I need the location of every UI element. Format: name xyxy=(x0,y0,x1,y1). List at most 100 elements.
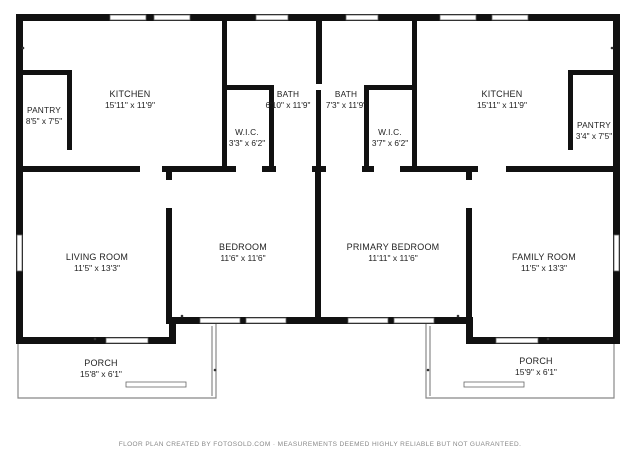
window-right-family xyxy=(613,234,620,272)
wall-right xyxy=(613,14,620,344)
room-dims: 15'11" x 11'9" xyxy=(104,100,156,110)
room-name: BATH xyxy=(276,89,300,99)
wall-living-bedroom xyxy=(166,166,172,324)
window-porch-bench-right xyxy=(463,381,525,388)
room-dims: 8'5" x 7'5" xyxy=(25,116,63,126)
window-top-6 xyxy=(491,14,529,21)
wall-right-family-bottom xyxy=(466,317,473,344)
room-label-family-room: FAMILY ROOM 11'5" x 13'3" xyxy=(512,251,576,274)
room-label-kitchen-right: KITCHEN 15'11" x 11'9" xyxy=(477,88,527,111)
window-porch-bench-left xyxy=(125,381,187,388)
room-label-kitchen-left: KITCHEN 15'11" x 11'9" xyxy=(105,88,155,111)
room-name: FAMILY ROOM xyxy=(512,252,576,262)
room-label-pantry-right: PANTRY 3'4" x 7'5" xyxy=(576,119,612,142)
room-dims: 15'11" x 11'9" xyxy=(476,100,528,110)
room-dims: 6'10" x 11'9" xyxy=(265,100,311,110)
window-top-5 xyxy=(439,14,477,21)
window-top-1 xyxy=(109,14,147,21)
room-dims: 11'11" x 11'6" xyxy=(368,253,418,263)
door-bath-left xyxy=(276,166,312,172)
room-label-primary-bedroom: PRIMARY BEDROOM 11'11" x 11'6" xyxy=(347,241,440,264)
room-label-porch-right: PORCH 15'9" x 6'1" xyxy=(515,355,557,378)
door-pantry-right xyxy=(568,150,573,166)
room-dims: 7'3" x 11'9" xyxy=(325,100,367,110)
room-dims: 15'8" x 6'1" xyxy=(80,369,122,379)
wall-kitchen-bath-left xyxy=(222,14,227,172)
room-label-living-room: LIVING ROOM 11'5" x 13'3" xyxy=(66,251,128,274)
fixture-dot xyxy=(180,314,184,318)
wall-primary-family xyxy=(466,166,472,324)
room-name: KITCHEN xyxy=(109,89,151,99)
window-bottom-family xyxy=(495,337,539,344)
room-label-pantry-left: PANTRY 8'5" x 7'5" xyxy=(26,104,62,127)
room-label-porch-left: PORCH 15'8" x 6'1" xyxy=(80,357,122,380)
door-bedroom-hall xyxy=(236,166,262,172)
window-primary-1 xyxy=(347,317,389,324)
room-name: BEDROOM xyxy=(219,242,267,252)
room-dims: 3'7" x 6'2" xyxy=(371,138,409,148)
fixture-dot xyxy=(93,337,97,341)
door-pantry-left xyxy=(67,150,72,166)
room-dims: 11'5" x 13'3" xyxy=(74,263,120,273)
room-dims: 15'9" x 6'1" xyxy=(515,367,557,377)
room-label-bath-right: BATH 7'3" x 11'9" xyxy=(326,88,366,111)
window-bedroom-2 xyxy=(245,317,287,324)
footer-disclaimer: FLOOR PLAN CREATED BY FOTOSOLD.COM · MEA… xyxy=(118,441,522,448)
fixture-dot xyxy=(610,46,614,50)
porch-left-outline xyxy=(17,324,217,399)
wall-pantry-left-side xyxy=(67,70,72,172)
room-label-wic-left: W.I.C. 3'3" x 6'2" xyxy=(229,126,265,149)
room-name: PANTRY xyxy=(26,105,62,115)
wall-wic-left-side xyxy=(269,85,274,172)
wall-pantry-right-top xyxy=(568,70,620,75)
door-kitchen-living xyxy=(140,166,162,172)
wall-wic-left-top xyxy=(226,85,274,90)
porch-right-outline xyxy=(425,324,615,399)
room-name: KITCHEN xyxy=(481,89,523,99)
room-name: W.I.C. xyxy=(235,127,259,137)
room-name: LIVING ROOM xyxy=(65,252,129,262)
wall-bedroom-primary xyxy=(315,166,321,324)
window-primary-2 xyxy=(393,317,435,324)
room-dims: 3'3" x 6'2" xyxy=(228,138,266,148)
door-family-kitchen xyxy=(478,166,506,172)
door-wic-right xyxy=(374,166,400,172)
wall-pantry-left-top xyxy=(16,70,72,75)
window-top-2 xyxy=(153,14,191,21)
wall-wic-right-top xyxy=(364,85,417,90)
room-label-bath-left: BATH 6'10" x 11'9" xyxy=(266,88,311,111)
room-name: PORCH xyxy=(519,356,553,366)
door-bath-right xyxy=(326,166,362,172)
wall-left xyxy=(16,14,23,344)
wall-pantry-right-side xyxy=(568,70,573,172)
room-label-wic-right: W.I.C. 3'7" x 6'2" xyxy=(372,126,408,149)
wall-bath-kitchen-right xyxy=(412,14,417,172)
fixture-dot xyxy=(546,337,550,341)
wall-bottom-left xyxy=(16,337,176,344)
fixture-dot xyxy=(21,46,25,50)
room-name: PORCH xyxy=(84,358,118,368)
window-top-3 xyxy=(255,14,289,21)
room-dims: 3'4" x 7'5" xyxy=(575,131,613,141)
window-bottom-living xyxy=(105,337,149,344)
wall-center-lower xyxy=(316,90,321,172)
room-name: BATH xyxy=(334,89,358,99)
room-name: PANTRY xyxy=(576,120,612,130)
wall-center xyxy=(316,14,322,84)
room-dims: 11'5" x 13'3" xyxy=(520,263,567,273)
wall-wic-right-side xyxy=(364,85,369,172)
wall-left-bedroom-bottom xyxy=(169,317,176,344)
fixture-dot xyxy=(456,314,460,318)
window-bedroom-1 xyxy=(199,317,241,324)
room-name: PRIMARY BEDROOM xyxy=(346,242,440,252)
room-name: W.I.C. xyxy=(378,127,402,137)
room-label-bedroom: BEDROOM 11'6" x 11'6" xyxy=(219,241,267,264)
wall-bottom-right xyxy=(466,337,620,344)
fixture-dot xyxy=(426,368,430,372)
door-primary-family xyxy=(466,180,472,208)
fixture-dot xyxy=(213,368,217,372)
room-dims: 11'6" x 11'6" xyxy=(220,253,266,263)
door-living-bedroom xyxy=(166,180,172,208)
